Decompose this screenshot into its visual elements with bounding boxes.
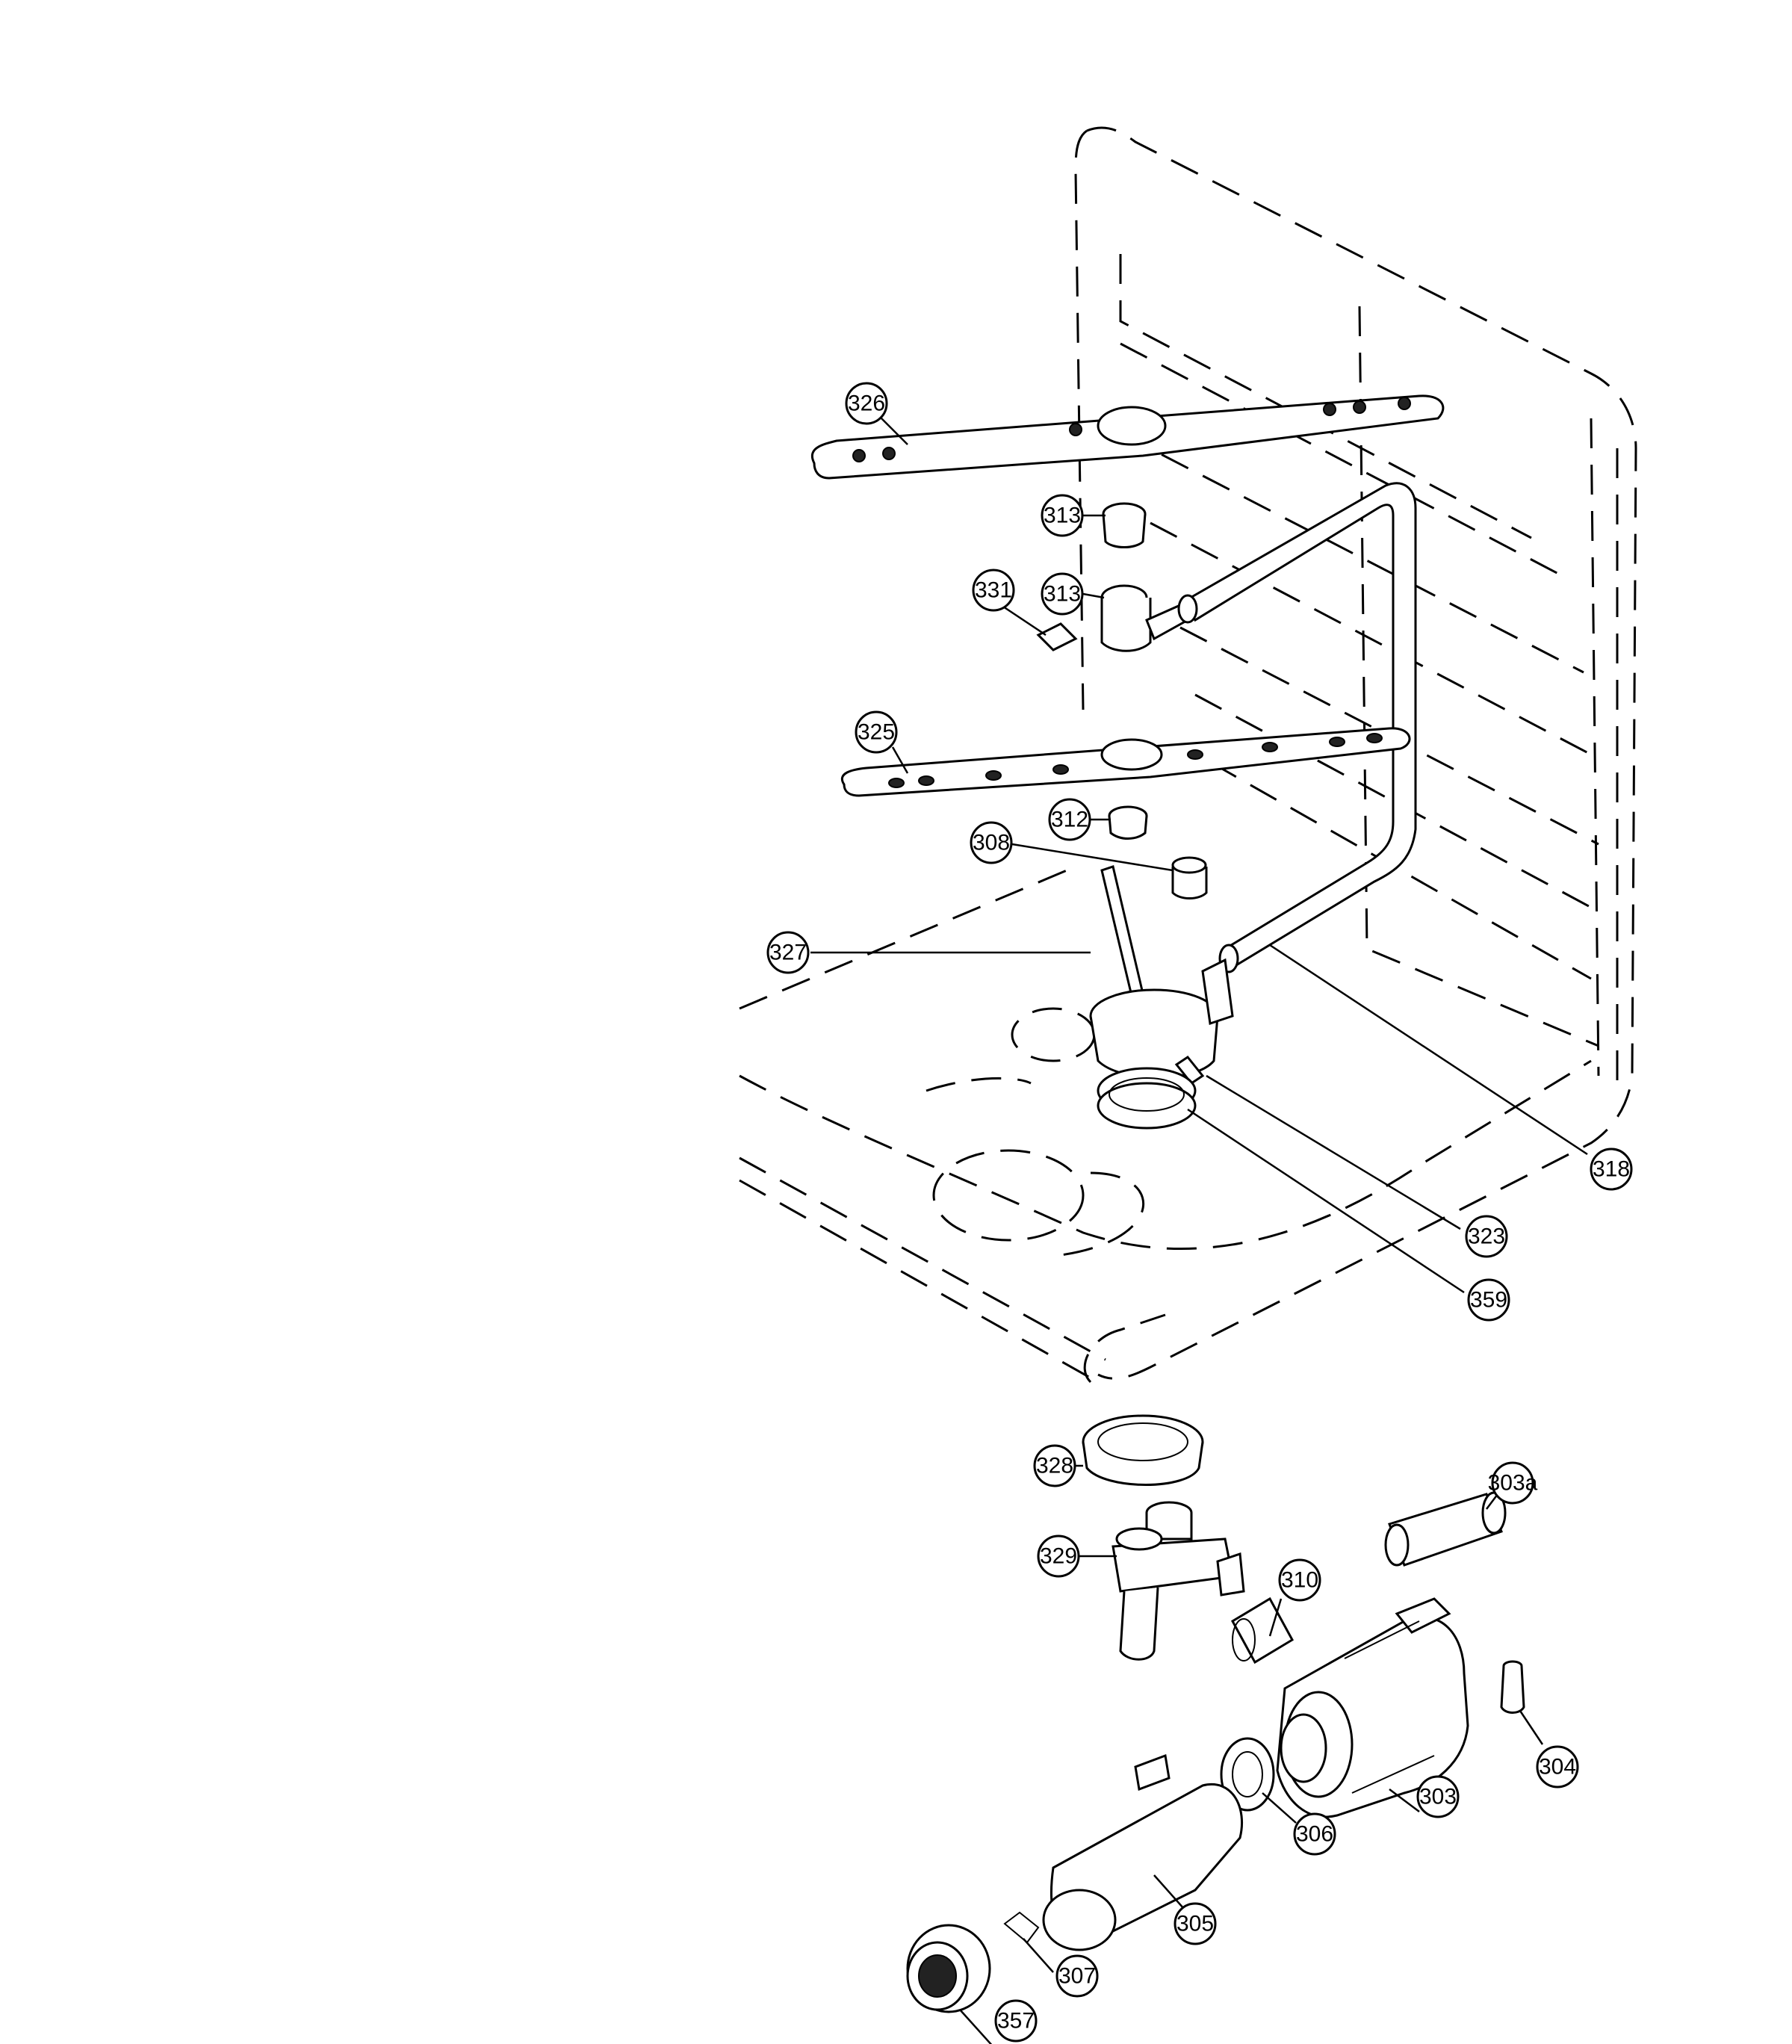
- callout-312: 312: [1048, 798, 1091, 841]
- coupling: [1230, 1597, 1295, 1664]
- nut-ring: [1082, 1414, 1204, 1486]
- svg-text:313: 313: [1044, 504, 1081, 528]
- callout-305: 305: [1174, 1902, 1217, 1945]
- svg-text:328: 328: [1036, 1454, 1073, 1478]
- callout-313-lower: 313: [1041, 572, 1084, 616]
- lower-arm-hub: [1108, 805, 1148, 840]
- upper-spray-arm: [811, 394, 1445, 480]
- callout-304: 304: [1536, 1745, 1579, 1788]
- svg-text:323: 323: [1468, 1224, 1505, 1249]
- callout-323: 323: [1465, 1215, 1508, 1258]
- lower-spray-arm: [841, 727, 1411, 797]
- callout-303: 303: [1416, 1775, 1460, 1818]
- svg-text:357: 357: [997, 2009, 1035, 2034]
- wash-motor: [1276, 1597, 1469, 1818]
- spray-arm-hub-lower: [1100, 584, 1189, 652]
- svg-text:307: 307: [1058, 1964, 1096, 1989]
- callout-308: 308: [970, 821, 1013, 864]
- svg-text:304: 304: [1539, 1755, 1576, 1780]
- small-valve: [1500, 1660, 1525, 1714]
- end-seal: [906, 1924, 991, 2013]
- callout-318: 318: [1590, 1148, 1633, 1191]
- svg-text:306: 306: [1296, 1822, 1333, 1847]
- callout-359: 359: [1467, 1278, 1510, 1322]
- svg-text:326: 326: [848, 391, 885, 416]
- heater-housing: [1042, 1753, 1244, 1951]
- capacitor: [1384, 1491, 1507, 1567]
- tub-outline: [739, 126, 1637, 1384]
- seal-ring: [1097, 1067, 1197, 1130]
- svg-text:331: 331: [975, 578, 1012, 603]
- svg-text:303: 303: [1419, 1785, 1457, 1809]
- callout-303a: 303a: [1488, 1461, 1538, 1505]
- callout-310: 310: [1278, 1558, 1321, 1602]
- cap-part: [1171, 856, 1208, 899]
- callout-329: 329: [1037, 1534, 1080, 1578]
- callout-307: 307: [1055, 1954, 1099, 1998]
- svg-text:329: 329: [1040, 1544, 1077, 1569]
- callout-357: 357: [994, 1999, 1038, 2043]
- spray-arm-hub-upper: [1102, 502, 1147, 548]
- svg-text:305: 305: [1176, 1912, 1214, 1936]
- callout-328: 328: [1033, 1444, 1076, 1487]
- clamp: [1003, 1911, 1040, 1944]
- svg-text:308: 308: [973, 831, 1010, 855]
- svg-text:359: 359: [1470, 1288, 1507, 1313]
- callout-331: 331: [972, 569, 1015, 612]
- pump-housing: [1112, 1501, 1245, 1661]
- filter-sump-assembly: [1089, 865, 1234, 1086]
- svg-text:318: 318: [1593, 1157, 1630, 1182]
- leader-lines: [810, 418, 1588, 2044]
- svg-text:310: 310: [1281, 1568, 1318, 1593]
- gasket: [1220, 1737, 1275, 1812]
- callout-326: 326: [845, 382, 888, 425]
- svg-text:312: 312: [1051, 808, 1088, 832]
- callout-327: 327: [766, 931, 810, 974]
- callout-306: 306: [1293, 1812, 1336, 1856]
- svg-text:325: 325: [858, 720, 895, 745]
- clip-part: [1036, 622, 1078, 651]
- svg-text:313: 313: [1044, 582, 1081, 607]
- callout-313-upper: 313: [1041, 494, 1084, 537]
- svg-text:327: 327: [769, 941, 807, 965]
- svg-text:303a: 303a: [1488, 1471, 1538, 1496]
- callout-325: 325: [855, 710, 898, 754]
